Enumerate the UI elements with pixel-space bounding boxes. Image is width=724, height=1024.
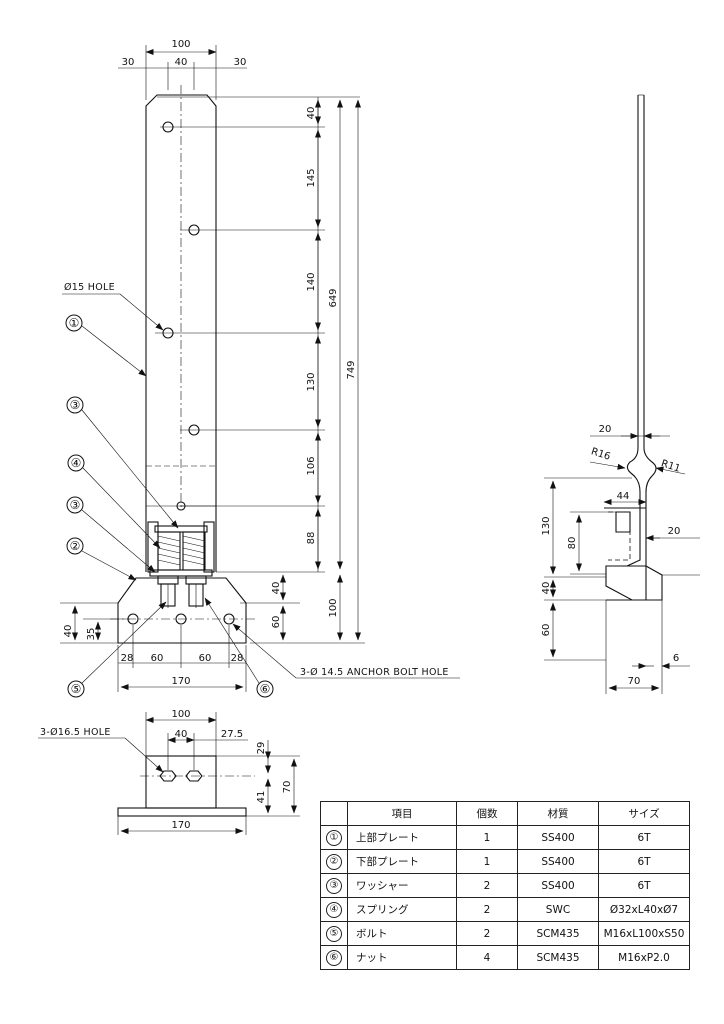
item-size: 6T — [598, 849, 690, 874]
marker-5: ⑤ — [71, 682, 82, 696]
dim-28-right: 28 — [231, 653, 244, 664]
marker-3-bottom: ③ — [70, 498, 81, 512]
row-number: ② — [326, 853, 342, 870]
dim-40-side: 40 — [541, 582, 552, 595]
item-name: ナット — [347, 945, 457, 970]
dim-140: 140 — [306, 272, 317, 291]
item-material: SS400 — [517, 825, 599, 850]
table-row: ① 上部プレート 1 SS400 6T — [320, 825, 690, 850]
dim-145: 145 — [306, 168, 317, 187]
marker-6: ⑥ — [260, 682, 271, 696]
dim-6-side: 6 — [673, 653, 679, 664]
item-size: 6T — [598, 825, 690, 850]
dim-80-side: 80 — [567, 537, 578, 550]
dim-width-100: 100 — [171, 39, 190, 50]
dim-20-top: 20 — [599, 424, 612, 435]
item-name: 上部プレート — [347, 825, 457, 850]
row-number: ⑥ — [326, 949, 342, 966]
header-material: 材質 — [517, 801, 599, 826]
bottom-hole-label: 3-Ø16.5 HOLE — [40, 727, 111, 738]
item-size: M16xL100xS50 — [598, 921, 690, 946]
dim-60-side: 60 — [541, 624, 552, 637]
dim-35-left: 35 — [86, 628, 97, 641]
front-view: 100 30 40 30 40 145 140 — [60, 39, 460, 692]
item-material: SS400 — [517, 873, 599, 898]
item-qty: 4 — [456, 945, 518, 970]
bottom-view: 100 40 27.5 29 41 70 170 3-Ø16.5 HOLE — [38, 709, 300, 835]
dim-130: 130 — [306, 372, 317, 391]
table-row: ② 下部プレート 1 SS400 6T — [320, 849, 690, 874]
dim-100-lower: 100 — [328, 598, 339, 617]
spring-left — [157, 531, 181, 571]
item-material: SWC — [517, 897, 599, 922]
dim-60-b: 60 — [199, 653, 212, 664]
dim-40-left: 40 — [63, 625, 74, 638]
dim-41: 41 — [256, 791, 267, 804]
item-name: ワッシャー — [347, 873, 457, 898]
dim-649: 649 — [328, 288, 339, 307]
item-size: 6T — [598, 873, 690, 898]
item-material: SCM435 — [517, 921, 599, 946]
marker-2: ② — [70, 539, 81, 553]
dim-60-lower: 60 — [271, 616, 282, 629]
item-name: スプリング — [347, 897, 457, 922]
dim-170-front: 170 — [171, 676, 190, 687]
marker-1: ① — [69, 316, 80, 330]
anchor-bolt-label: 3-Ø 14.5 ANCHOR BOLT HOLE — [300, 667, 449, 678]
hole-label: Ø15 HOLE — [64, 282, 115, 293]
dim-60-a: 60 — [151, 653, 164, 664]
header-item: 項目 — [347, 801, 457, 826]
table-row: ⑥ ナット 4 SCM435 M16xP2.0 — [320, 945, 690, 970]
dim-170-bottom: 170 — [171, 820, 190, 831]
dim-r16: R16 — [590, 446, 612, 463]
dim-28-left: 28 — [121, 653, 134, 664]
part-markers: ① ③ ④ ③ ② ⑤ ⑥ — [65, 314, 274, 698]
dim-44: 44 — [617, 491, 630, 502]
parts-table: 項目 個数 材質 サイズ ① 上部プレート 1 SS400 6T ② 下部プレー… — [320, 801, 690, 970]
table-row: ④ スプリング 2 SWC Ø32xL40xØ7 — [320, 897, 690, 922]
item-qty: 2 — [456, 921, 518, 946]
item-material: SCM435 — [517, 945, 599, 970]
dim-70-side: 70 — [628, 676, 641, 687]
dim-29: 29 — [256, 742, 267, 755]
item-size: M16xP2.0 — [598, 945, 690, 970]
dim-88: 88 — [306, 532, 317, 545]
header-no — [320, 801, 348, 826]
row-number: ③ — [326, 877, 342, 894]
header-qty: 個数 — [456, 801, 518, 826]
item-name: ボルト — [347, 921, 457, 946]
item-size: Ø32xL40xØ7 — [598, 897, 690, 922]
spring-right — [182, 531, 206, 571]
marker-3-top: ③ — [70, 398, 81, 412]
table-row: ③ ワッシャー 2 SS400 6T — [320, 873, 690, 898]
dim-40-lower: 40 — [271, 582, 282, 595]
dim-27-5: 27.5 — [221, 729, 243, 740]
dim-40-bottom: 40 — [175, 729, 188, 740]
dim-106: 106 — [306, 456, 317, 475]
row-number: ⑤ — [326, 925, 342, 942]
item-qty: 2 — [456, 897, 518, 922]
item-qty: 2 — [456, 873, 518, 898]
dim-130-side: 130 — [541, 516, 552, 535]
item-qty: 1 — [456, 825, 518, 850]
table-header-row: 項目 個数 材質 サイズ — [320, 801, 690, 826]
header-size: サイズ — [598, 801, 690, 826]
dim-100-bottom: 100 — [171, 709, 190, 720]
dim-749: 749 — [346, 360, 357, 379]
item-material: SS400 — [517, 849, 599, 874]
dim-width-40: 40 — [175, 57, 188, 68]
row-number: ④ — [326, 901, 342, 918]
marker-4: ④ — [71, 456, 82, 470]
dim-width-30-left: 30 — [122, 57, 135, 68]
dim-40-top: 40 — [306, 107, 317, 120]
row-number: ① — [326, 829, 342, 846]
dim-20-right: 20 — [668, 526, 681, 537]
table-row: ⑤ ボルト 2 SCM435 M16xL100xS50 — [320, 921, 690, 946]
side-view: 20 R16 R11 44 130 40 60 80 20 6 70 — [541, 94, 700, 694]
dim-width-30-right: 30 — [234, 57, 247, 68]
item-qty: 1 — [456, 849, 518, 874]
dim-70-bottom: 70 — [282, 781, 293, 794]
item-name: 下部プレート — [347, 849, 457, 874]
